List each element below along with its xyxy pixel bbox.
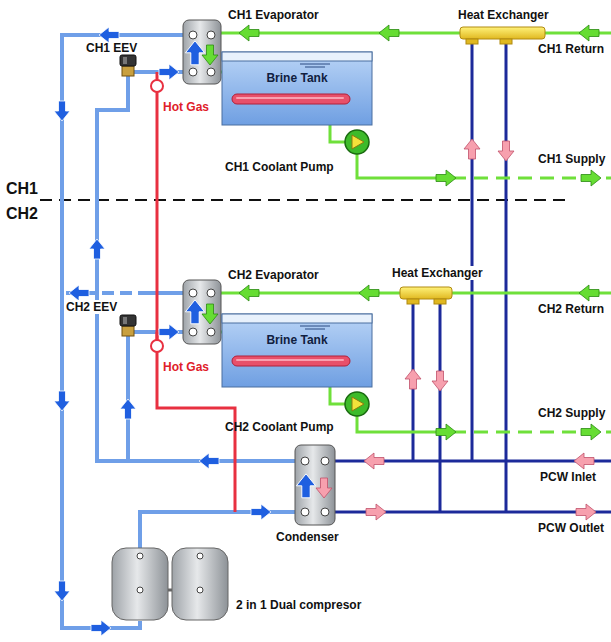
part-label: CH1 Coolant Pump	[225, 160, 334, 174]
part-label: CH1 Supply	[538, 152, 605, 166]
pcw-piping	[335, 39, 611, 512]
part-label: Condenser	[276, 530, 339, 544]
part-label: Hot Gas	[163, 360, 209, 374]
part-label: PCW Inlet	[540, 470, 596, 484]
part-label: CH2 Supply	[538, 406, 605, 420]
channel-divider	[40, 199, 565, 201]
part-label: CH1	[6, 180, 38, 198]
hot-gas-port	[151, 340, 163, 352]
part-label: CH2	[6, 205, 38, 223]
eev-symbol	[120, 55, 136, 336]
part-label: CH1 Return	[538, 42, 604, 56]
part-label: CH2 Evaporator	[228, 268, 319, 282]
part-label: Heat Exchanger	[458, 8, 549, 22]
part-label: CH1 Evaporator	[228, 8, 319, 22]
part-label: CH1 EEV	[86, 41, 137, 55]
condenser-symbol	[295, 445, 335, 525]
tank-box: Brine Tank	[222, 314, 372, 348]
heat-exchanger-symbol	[400, 27, 545, 304]
part-label: PCW Outlet	[538, 521, 604, 535]
hot-gas-port	[151, 80, 163, 92]
coolant-piping	[211, 33, 611, 432]
tank-label: Brine Tank	[266, 71, 327, 85]
brine-tank-symbol	[222, 52, 372, 387]
evaporator-symbol	[183, 20, 221, 344]
part-label: 2 in 1 Dual compresor	[236, 598, 361, 612]
pump-symbol	[345, 130, 369, 416]
flow-arrow	[54, 25, 601, 636]
part-label: Heat Exchanger	[390, 266, 485, 280]
part-label: Hot Gas	[163, 100, 209, 114]
hot-gas-piping	[157, 72, 235, 512]
compressor-symbol	[112, 548, 228, 620]
part-label: CH2 Coolant Pump	[225, 420, 334, 434]
tank-label: Brine Tank	[266, 333, 327, 347]
part-label: CH2 EEV	[64, 300, 119, 314]
part-label: CH2 Return	[538, 302, 604, 316]
tank-box: Brine Tank	[222, 52, 372, 86]
